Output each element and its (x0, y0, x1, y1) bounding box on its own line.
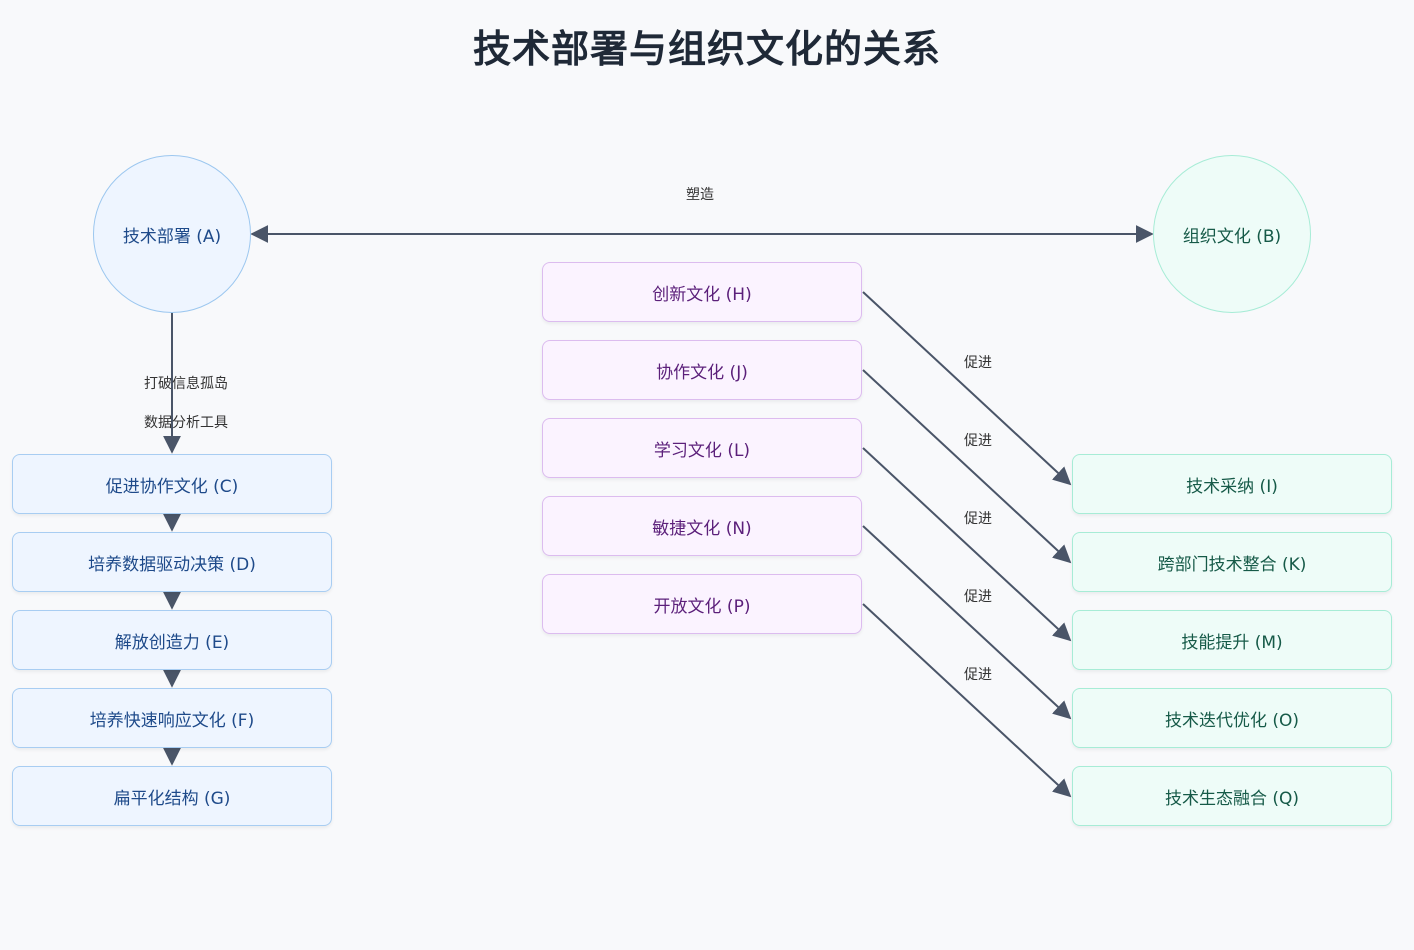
node-open-culture: 开放文化 (P) (542, 574, 862, 634)
node-collaboration-culture: 协作文化 (J) (542, 340, 862, 400)
node-tech-iteration: 技术迭代优化 (O) (1072, 688, 1392, 748)
node-agile-culture: 敏捷文化 (N) (542, 496, 862, 556)
node-tech-ecosystem: 技术生态融合 (Q) (1072, 766, 1392, 826)
edge-l-m (862, 447, 1072, 642)
node-promote-collaboration: 促进协作文化 (C) (12, 454, 332, 514)
node-flat-structure: 扁平化结构 (G) (12, 766, 332, 826)
node-skill-upgrade: 技能提升 (M) (1072, 610, 1392, 670)
edge-n-o (862, 525, 1072, 720)
node-cross-dept-integration: 跨部门技术整合 (K) (1072, 532, 1392, 592)
edge-label-shape: 塑造 (686, 187, 714, 203)
edge-label-data-tools: 数据分析工具 (144, 415, 228, 431)
node-org-culture: 组织文化 (B) (1153, 155, 1311, 313)
edge-label-break-silos: 打破信息孤岛 (144, 376, 228, 392)
edge-label-promote-2: 促进 (964, 433, 992, 449)
edge-h-i (862, 291, 1072, 486)
node-learning-culture: 学习文化 (L) (542, 418, 862, 478)
edge-p-q (862, 603, 1072, 798)
node-tech-adoption: 技术采纳 (I) (1072, 454, 1392, 514)
edge-j-k (862, 369, 1072, 564)
node-tech-deployment: 技术部署 (A) (93, 155, 251, 313)
node-innovation-culture: 创新文化 (H) (542, 262, 862, 322)
edge-label-promote-4: 促进 (964, 589, 992, 605)
edge-label-promote-1: 促进 (964, 355, 992, 371)
diagram-title: 技术部署与组织文化的关系 (472, 27, 941, 71)
node-fast-response-culture: 培养快速响应文化 (F) (12, 688, 332, 748)
node-release-creativity: 解放创造力 (E) (12, 610, 332, 670)
edge-label-promote-5: 促进 (964, 667, 992, 683)
edge-label-promote-3: 促进 (964, 511, 992, 527)
node-data-driven-decision: 培养数据驱动决策 (D) (12, 532, 332, 592)
